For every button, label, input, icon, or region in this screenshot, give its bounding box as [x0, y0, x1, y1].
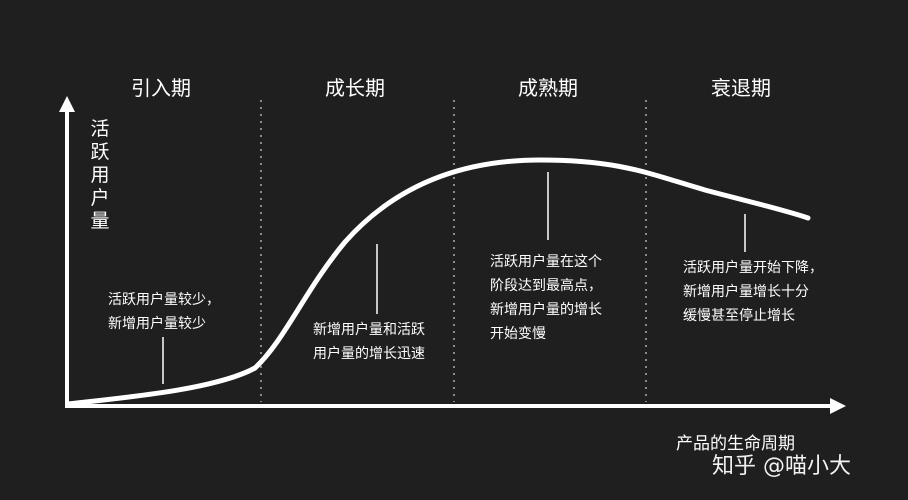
note-growth: 新增用户量和活跃 用户量的增长迅速	[313, 322, 425, 362]
note-maturity: 活跃用户量在这个 阶段达到最高点， 新增用户量的增长 开始变慢	[490, 254, 602, 342]
lifecycle-curve	[65, 157, 811, 407]
phase-label-intro: 引入期	[131, 76, 191, 100]
y-axis-label: 活跃用户量	[90, 118, 110, 232]
note-decline: 活跃用户量开始下降， 新增用户量增长十分 缓慢甚至停止增长	[683, 260, 823, 324]
x-axis-label: 产品的生命周期	[676, 434, 795, 454]
phase-label-growth: 成长期	[325, 76, 385, 100]
phase-label-maturity: 成熟期	[518, 76, 578, 100]
note-intro: 活跃用户量较少， 新增用户量较少	[108, 292, 220, 332]
phase-label-decline: 衰退期	[711, 76, 771, 100]
y-axis-arrow	[59, 96, 75, 112]
watermark: 知乎 @喵小大	[712, 454, 851, 479]
x-axis-arrow	[830, 398, 846, 414]
